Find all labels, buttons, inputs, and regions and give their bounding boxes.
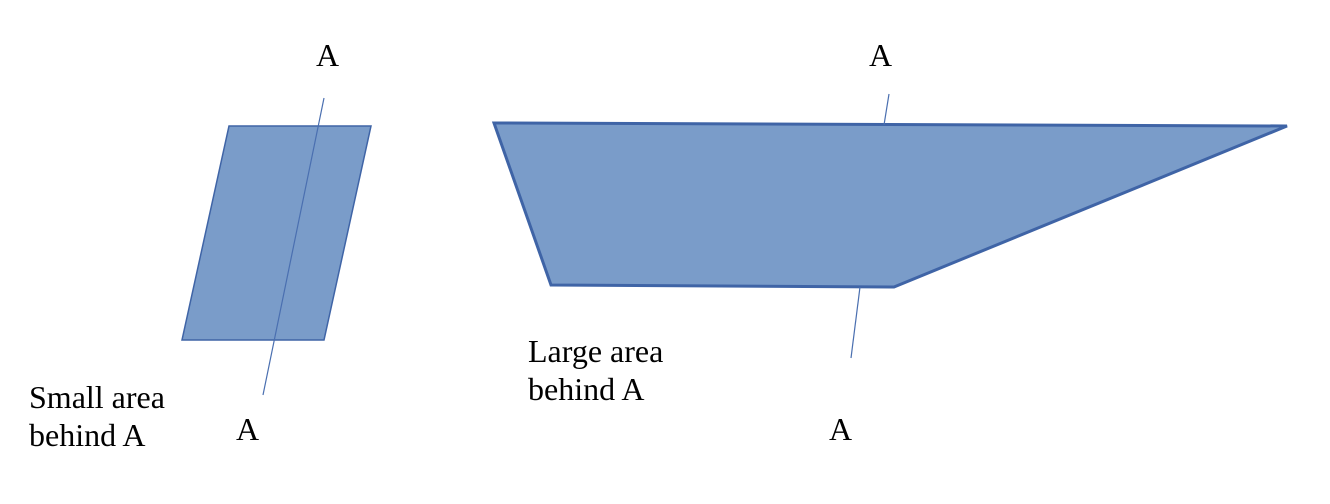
small-area-caption-line2: behind A — [29, 417, 146, 453]
small-parallelogram-shape — [181, 125, 372, 341]
left-section-line — [262, 97, 325, 396]
right-section-line-top — [883, 93, 890, 126]
right-bottom-a-label: A — [829, 411, 853, 447]
small-area-caption: Small area behind A — [29, 378, 165, 454]
left-bottom-a-label: A — [236, 411, 260, 447]
large-area-caption-line1: Large area — [528, 333, 664, 369]
large-area-caption: Large area behind A — [528, 332, 663, 408]
large-trapezoid-shape — [491, 121, 1288, 289]
large-area-caption-line2: behind A — [528, 371, 645, 407]
right-top-a-label: A — [869, 37, 893, 73]
left-top-a-label: A — [316, 37, 340, 73]
small-area-caption-line1: Small area — [29, 379, 165, 415]
right-section-line-bottom — [850, 286, 861, 359]
